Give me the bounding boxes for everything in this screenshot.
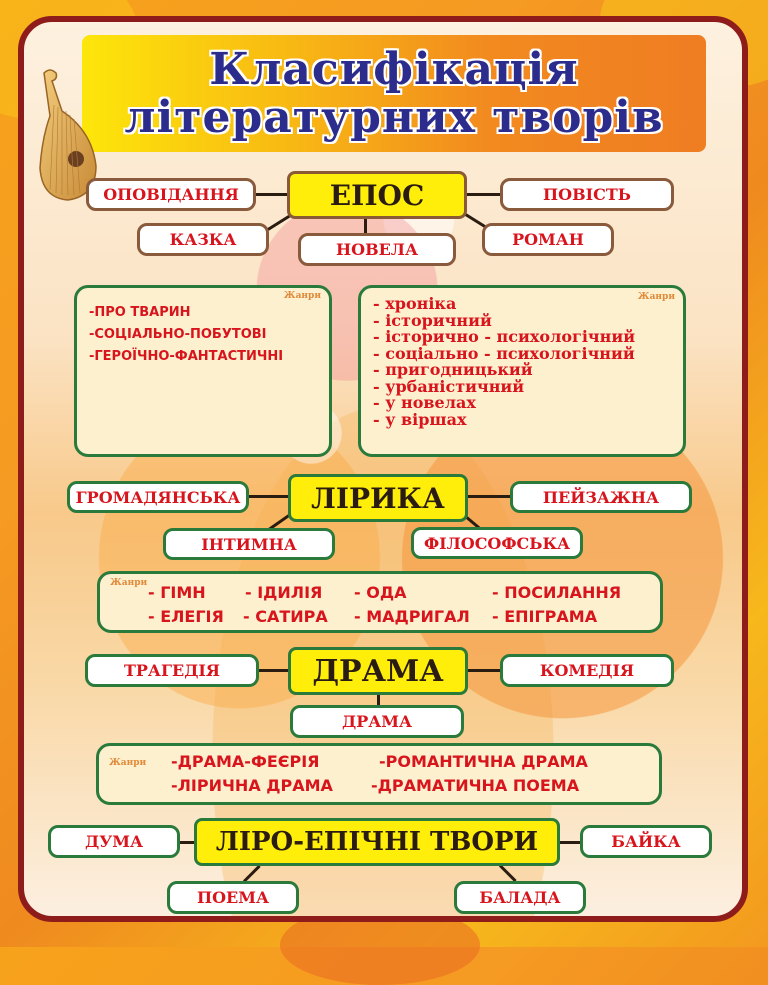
genre-item: - ЕПІГРАМА [492, 607, 598, 626]
hub-drama-label: ДРАМА [312, 653, 444, 689]
panel-tale-genres: Жанри -ПРО ТВАРИН -СОЦІАЛЬНО-ПОБУТОВІ -Г… [74, 285, 332, 457]
leaf-label: ПОВІСТЬ [543, 185, 631, 204]
leaf-roman: РОМАН [482, 223, 614, 256]
kobza-bandura-icon [39, 69, 97, 201]
leaf-poema: ПОЕМА [167, 881, 299, 914]
connector-line [377, 693, 380, 707]
title-banner: Класифікація літературних творів [82, 35, 706, 152]
hub-epos-label: ЕПОС [329, 178, 425, 212]
leaf-kazka: КАЗКА [137, 223, 269, 256]
leaf-balada: БАЛАДА [454, 881, 586, 914]
genre-item: - соціально - психологічний [373, 343, 635, 363]
genre-item: - у віршах [373, 409, 467, 429]
genre-item: -ДРАМАТИЧНА ПОЕМА [371, 776, 580, 795]
leaf-label: РОМАН [512, 230, 584, 249]
hub-epos: ЕПОС [287, 171, 467, 219]
leaf-label: ДРАМА [341, 712, 413, 731]
genre-item: - історичний [373, 310, 492, 330]
panel-lyrics-genres: Жанри - ГІМН - ІДИЛІЯ - ОДА - ПОСИЛАННЯ … [97, 571, 663, 633]
hub-lyro-epic: ЛІРО-ЕПІЧНІ ТВОРИ [194, 818, 560, 866]
genre-item: - історично - психологічний [373, 327, 636, 346]
genre-item: - пригодницький [373, 360, 533, 379]
leaf-label: КАЗКА [169, 230, 237, 249]
leaf-intymna: ІНТИМНА [163, 528, 335, 560]
leaf-novela: НОВЕЛА [298, 233, 456, 266]
genre-item: - хроніка [373, 294, 457, 313]
leaf-label: ФІЛОСОФСЬКА [423, 533, 571, 553]
leaf-duma: ДУМА [48, 825, 180, 858]
leaf-label: ІНТИМНА [201, 534, 297, 554]
leaf-label: ПЕЙЗАЖНА [542, 487, 660, 507]
leaf-label: ПОЕМА [197, 888, 269, 907]
genre-item: - урбаністичний [373, 376, 525, 396]
genre-item: - у новелах [373, 393, 476, 412]
genre-item: -ЛІРИЧНА ДРАМА [171, 776, 333, 795]
leaf-label: НОВЕЛА [336, 240, 418, 259]
genre-item: -ГЕРОЇЧНО-ФАНТАСТИЧНІ [89, 349, 284, 364]
title-line-1: Класифікація [209, 43, 579, 95]
title-line-2: літературних творів [124, 91, 664, 143]
genre-tag: Жанри [637, 292, 675, 302]
hub-lyro-epic-label: ЛІРО-ЕПІЧНІ ТВОРИ [215, 827, 539, 857]
leaf-label: ГРОМАДЯНСЬКА [75, 487, 241, 507]
genre-tag: Жанри [110, 578, 148, 588]
genre-item: - ПОСИЛАННЯ [492, 583, 622, 602]
leaf-komediia: КОМЕДІЯ [500, 654, 674, 687]
leaf-label: ОПОВІДАННЯ [103, 185, 239, 204]
leaf-label: КОМЕДІЯ [539, 661, 635, 680]
genre-item: -РОМАНТИЧНА ДРАМА [379, 752, 588, 771]
hub-lyrics: ЛІРИКА [288, 474, 468, 522]
hub-drama: ДРАМА [288, 647, 468, 695]
connector-line [466, 495, 512, 498]
leaf-hromadianska: ГРОМАДЯНСЬКА [67, 481, 249, 513]
panel-drama-genres: Жанри -ДРАМА-ФЕЄРІЯ -РОМАНТИЧНА ДРАМА -Л… [96, 743, 662, 805]
leaf-label: ДУМА [85, 832, 143, 851]
connector-line [364, 218, 367, 236]
leaf-label: БАЙКА [611, 832, 681, 851]
connector-line [178, 841, 196, 844]
genre-item: - ОДА [354, 583, 407, 602]
genre-item: - ІДИЛІЯ [245, 583, 323, 602]
connector-line [466, 669, 502, 672]
leaf-label: ТРАГЕДІЯ [123, 661, 221, 680]
connector-line [466, 193, 502, 196]
genre-item: - САТИРА [243, 607, 328, 626]
genre-item: -СОЦІАЛЬНО-ПОБУТОВІ [89, 327, 267, 342]
connector-line [248, 495, 290, 498]
leaf-label: БАЛАДА [479, 888, 561, 907]
leaf-drama: ДРАМА [290, 705, 464, 738]
genre-item: - ГІМН [148, 583, 206, 602]
leaf-povist: ПОВІСТЬ [500, 178, 674, 211]
leaf-opovidannia: ОПОВІДАННЯ [86, 178, 256, 211]
leaf-trahediia: ТРАГЕДІЯ [85, 654, 259, 687]
connector-line [258, 669, 290, 672]
hub-lyrics-label: ЛІРИКА [311, 481, 445, 515]
leaf-filosofska: ФІЛОСОФСЬКА [411, 527, 583, 559]
genre-item: -ДРАМА-ФЕЄРІЯ [171, 752, 320, 771]
genre-item: - ЕЛЕГІЯ [148, 607, 224, 626]
leaf-peizazhna: ПЕЙЗАЖНА [510, 481, 692, 513]
genre-item: - МАДРИГАЛ [354, 607, 470, 626]
connector-line [254, 193, 290, 196]
connector-line [558, 841, 582, 844]
genre-tag: Жанри [109, 758, 147, 768]
genre-item: -ПРО ТВАРИН [89, 305, 191, 320]
genre-tag: Жанри [283, 291, 321, 301]
panel-novel-genres: Жанри - хроніка - історичний - історично… [358, 285, 686, 457]
leaf-baika: БАЙКА [580, 825, 712, 858]
